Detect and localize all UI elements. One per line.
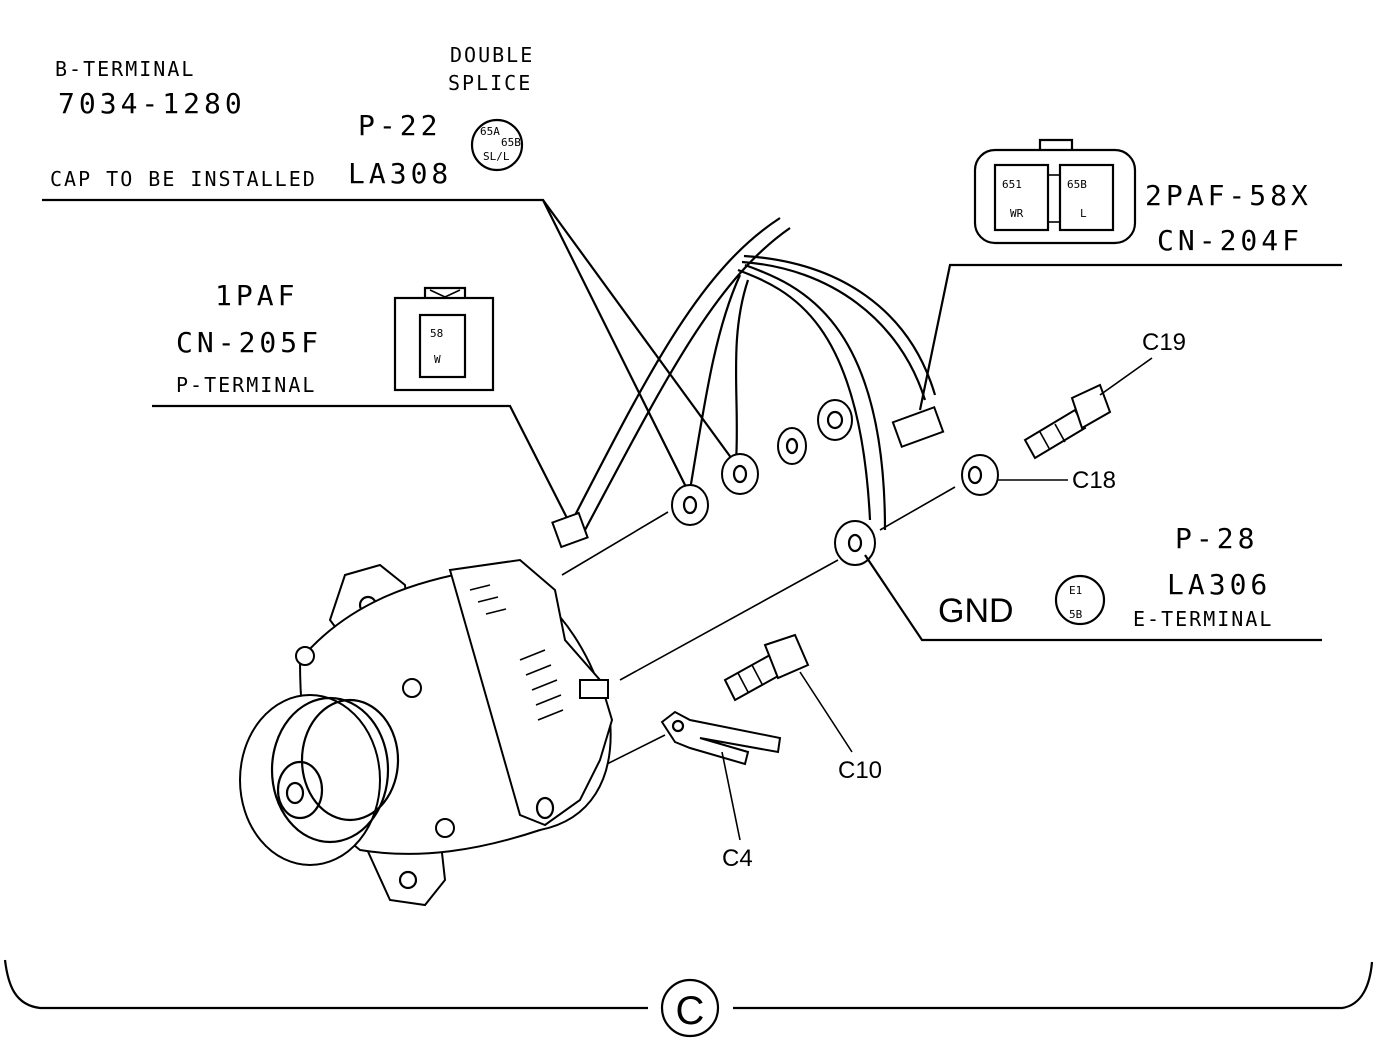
assembly-line-bracket <box>604 734 666 766</box>
p22-label: P-22 <box>358 109 441 142</box>
splice-code-1: 65A <box>480 125 500 138</box>
cn204f-pin1-code: 651 <box>1002 178 1022 191</box>
section-marker-letter: C <box>676 989 705 1033</box>
frame-bottom-left <box>3 959 648 1010</box>
c18-washer-icon <box>961 454 999 496</box>
c4-bracket-icon <box>660 710 782 766</box>
ring-terminal-2 <box>721 453 759 495</box>
washer-b-terminal <box>777 427 807 465</box>
cn205f-pin-color: W <box>434 353 441 366</box>
ring-terminal-ground <box>834 520 876 566</box>
c10-bolt-icon <box>723 633 810 702</box>
cn204f-pin2-code: 65B <box>1067 178 1087 191</box>
c19-label: C19 <box>1142 329 1186 356</box>
cn204f-pin2-color: L <box>1080 207 1087 220</box>
assembly-line-b <box>561 511 669 576</box>
la308-label: LA308 <box>348 157 452 190</box>
gnd-splice-symbol: E1 5B <box>1054 574 1106 626</box>
cn204f-connector-icon: 651 WR 65B L <box>973 138 1137 245</box>
leader-c4 <box>721 751 741 841</box>
leader-c19 <box>1099 357 1153 396</box>
cn204f-plug <box>891 405 945 449</box>
leader-cn204f <box>918 263 1342 411</box>
cn205f-connector-icon: 58 W <box>393 286 495 392</box>
c4-label: C4 <box>722 845 753 872</box>
cn204f-label: CN-204F <box>1157 224 1303 257</box>
cn205f-pin-code: 58 <box>430 327 443 340</box>
leader-b-terminal-1 <box>42 198 691 496</box>
double-splice-label-line2: SPLICE <box>448 71 532 95</box>
p28-label: P-28 <box>1175 522 1258 555</box>
leader-p-terminal <box>152 404 569 521</box>
double-splice-symbol: 65A 65B SL/L <box>470 118 524 172</box>
gnd-code-1: E1 <box>1069 584 1082 597</box>
leader-b-terminal-2 <box>542 199 741 471</box>
assembly-line-gnd-2 <box>619 559 839 681</box>
c18-label: C18 <box>1072 467 1116 494</box>
double-splice-label-line1: DOUBLE <box>450 43 534 67</box>
ring-terminal-1 <box>671 484 709 526</box>
splice-code-3: SL/L <box>483 150 510 163</box>
gnd-label: GND <box>938 592 1014 630</box>
la306-label: LA306 <box>1167 568 1271 601</box>
cn205f-label: CN-205F <box>176 326 322 359</box>
leader-gnd <box>864 554 1322 642</box>
splice-code-2: 65B <box>501 136 521 149</box>
nut-b-terminal <box>817 399 853 441</box>
frame-bottom-right <box>733 961 1374 1010</box>
b-terminal-part-number: 7034-1280 <box>58 87 246 120</box>
c10-label: C10 <box>838 757 882 784</box>
e-terminal-label: E-TERMINAL <box>1133 607 1273 631</box>
wire-harness <box>569 217 937 531</box>
b-terminal-label: B-TERMINAL <box>55 57 195 81</box>
assembly-line-gnd-1 <box>879 486 956 531</box>
section-marker: C <box>660 978 720 1038</box>
p-terminal-label: P-TERMINAL <box>176 373 316 397</box>
2paf-58x-label: 2PAF-58X <box>1145 179 1312 212</box>
gnd-code-2: 5B <box>1069 608 1083 621</box>
cn205f-plug <box>551 511 589 549</box>
cn204f-pin1-color: WR <box>1010 207 1024 220</box>
1paf-label: 1PAF <box>215 279 298 312</box>
c19-bolt-icon <box>1023 383 1112 460</box>
cap-note-label: CAP TO BE INSTALLED <box>50 167 317 191</box>
leader-c10 <box>799 671 853 753</box>
alternator-illustration <box>239 558 614 907</box>
